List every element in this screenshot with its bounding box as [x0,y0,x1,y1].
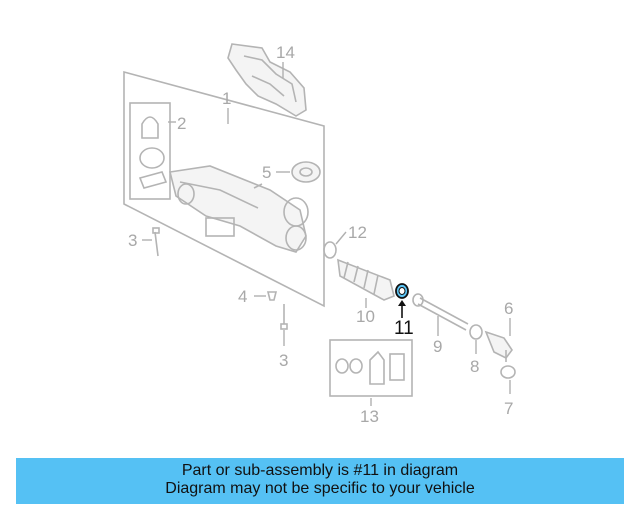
part-2-mount-bushing [129,102,176,200]
callout-11: 11 [394,318,414,339]
rack-housing [169,165,309,253]
part-14-heat-shield [227,43,307,117]
part-6-outer-tie-rod-end [484,318,513,362]
callout-3b: 3 [279,351,288,370]
part-10-boot [337,258,395,308]
part-8-jam-nut [469,324,483,354]
callout-6: 6 [504,299,513,318]
callout-1: 1 [222,89,231,108]
part-9-inner-tie-rod [412,293,469,336]
part-3-bolt-lower [280,304,288,346]
part-7-castle-nut [500,365,516,394]
part-5-mount [276,161,321,183]
part-11-clamp-ring [395,283,409,318]
callout-9: 9 [433,337,442,356]
part-4-nut [254,291,278,301]
callout-5: 5 [262,163,271,182]
callout-10: 10 [356,307,375,326]
part-12-clamp [323,231,347,259]
info-banner: Part or sub-assembly is #11 in diagram D… [16,458,624,504]
callout-4: 4 [238,287,247,306]
callout-2: 2 [177,114,186,133]
callout-14: 14 [276,43,295,62]
callout-8: 8 [470,357,479,376]
callout-13: 13 [360,407,379,426]
banner-line-1: Part or sub-assembly is #11 in diagram [181,462,459,479]
callout-3a: 3 [128,231,137,250]
callout-7: 7 [504,399,513,418]
callout-12: 12 [348,223,367,242]
banner-line-2: Diagram may not be specific to your vehi… [165,480,475,497]
part-1-steering-gear-panel [123,70,325,308]
part-13-boot-kit [329,339,413,406]
part-3-bolt-upper [142,227,160,257]
